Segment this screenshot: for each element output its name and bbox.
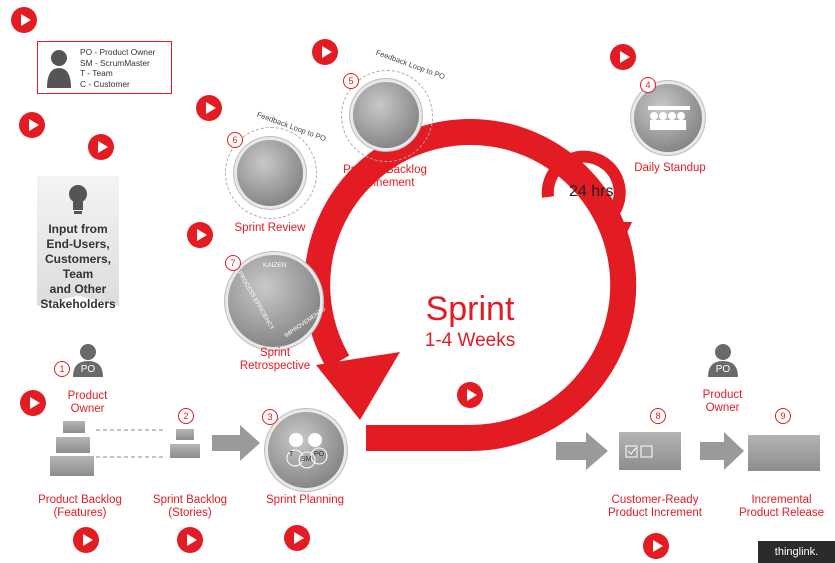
sprint-review-circle [237, 140, 303, 206]
retrospective-label: Sprint Retrospective [225, 347, 325, 373]
backlog-box-3 [50, 456, 94, 476]
product-backlog-label-1: Product Backlog [38, 494, 122, 506]
play-button-10[interactable] [73, 527, 99, 553]
step-number-5: 5 [343, 73, 359, 89]
person-icon [47, 50, 71, 88]
play-button-1[interactable] [11, 7, 37, 33]
legend-po: PO - Product Owner [80, 47, 156, 57]
play-button-5[interactable] [19, 112, 45, 138]
play-button-11[interactable] [177, 527, 203, 553]
release-label: Incremental Product Release [728, 494, 835, 520]
po-badge-text-2: PO [715, 364, 731, 375]
sprint-duration: 1-4 Weeks [424, 330, 516, 351]
customer-ready-label-2: Product Increment [608, 507, 702, 519]
sm-badge: SM [301, 456, 312, 463]
po-badge-text: PO [80, 364, 96, 375]
backlog-refinement-label-2: Refinement [355, 177, 415, 189]
retrospective-circle [228, 255, 320, 347]
product-owner-icon-2 [708, 344, 738, 377]
play-button-13[interactable] [643, 533, 669, 559]
legend-box: PO - Product Owner SM - ScrumMaster T - … [37, 41, 172, 94]
customer-ready-label: Customer-Ready Product Increment [600, 494, 710, 520]
daily-standup-circle [634, 84, 702, 152]
po-badge: PO [314, 451, 325, 458]
feedback-loop-ring-5 [341, 70, 433, 162]
sprint-backlog-label: Sprint Backlog (Stories) [140, 494, 240, 520]
play-button-12[interactable] [284, 525, 310, 551]
sprint-backlog-label-2: (Stories) [168, 507, 212, 519]
release-label-2: Product Release [738, 507, 825, 519]
product-owner-label-1: Product [67, 390, 108, 402]
flow-arrow-1 [212, 425, 260, 461]
backlog-refinement-label: Product Backlog Refinement [330, 164, 440, 190]
step-number-8: 8 [650, 408, 666, 424]
input-line-5: Stakeholders [40, 297, 116, 311]
step-number-4: 4 [640, 77, 656, 93]
product-owner-2-label-1: Product [702, 389, 743, 401]
team-icon [648, 106, 690, 130]
step-number-7: 7 [225, 255, 241, 271]
sprint-backlog-box-2 [170, 444, 200, 458]
product-owner-icon [73, 344, 103, 377]
product-owner-label-2: Owner [70, 403, 105, 415]
sprint-planning-circle [268, 412, 344, 488]
input-line-2: End-Users, [46, 237, 110, 251]
product-backlog-label-2: (Features) [53, 507, 107, 519]
play-button-3[interactable] [610, 44, 636, 70]
play-button-6[interactable] [88, 134, 114, 160]
step-number-9: 9 [775, 408, 791, 424]
flow-arrow-2 [556, 432, 608, 470]
t-badge: T [289, 451, 294, 458]
stakeholder-input-text: Input from End-Users, Customers, Team an… [37, 222, 119, 312]
product-owner-label-right: Product Owner [690, 389, 755, 415]
legend-c: C - Customer [80, 78, 130, 89]
backlog-refinement-label-1: Product Backlog [343, 164, 427, 176]
checkbox-icon [625, 445, 653, 458]
step-number-3: 3 [262, 409, 278, 425]
backlog-box-1 [63, 421, 85, 433]
retrospective-label-1: Sprint [259, 347, 291, 359]
product-backlog-label: Product Backlog (Features) [30, 494, 130, 520]
play-button-7[interactable] [187, 222, 213, 248]
play-button-4[interactable] [196, 95, 222, 121]
thinglink-badge[interactable]: thinglink. [758, 541, 835, 563]
flow-arrow-3 [700, 432, 744, 470]
kaizen-label: KAIZEN [263, 262, 287, 269]
release-label-1: Incremental [751, 494, 812, 506]
input-line-4: and Other [49, 282, 107, 296]
input-line-3: Customers, Team [44, 252, 112, 281]
play-button-9[interactable] [20, 390, 46, 416]
sprint-review-label: Sprint Review [234, 222, 306, 234]
sprint-backlog-label-1: Sprint Backlog [152, 494, 228, 506]
feedback-loop-ring-6 [225, 127, 317, 219]
lightbulb-icon [69, 185, 87, 214]
sprint-planning-label: Sprint Planning [266, 494, 344, 506]
customer-ready-label-1: Customer-Ready [611, 494, 699, 506]
team-meeting-icon [286, 433, 328, 469]
product-owner-label: Product Owner [55, 390, 120, 416]
release-box [748, 435, 820, 471]
retrospective-label-2: Retrospective [239, 360, 311, 372]
sprint-backlog-box-1 [176, 429, 194, 440]
legend-sm: SM - ScrumMaster [80, 57, 150, 68]
product-increment-box [619, 432, 681, 470]
daily-cycle-label: 24 hrs [569, 183, 614, 200]
product-owner-2-label-2: Owner [705, 402, 740, 414]
play-button-2[interactable] [312, 39, 338, 65]
play-button-8[interactable] [457, 382, 483, 408]
backlog-refinement-circle [353, 82, 419, 148]
legend-t: T - Team [80, 68, 113, 78]
daily-standup-label: Daily Standup [634, 162, 706, 174]
input-line-1: Input from [48, 222, 108, 236]
dashed-connector [96, 429, 166, 458]
step-number-6: 6 [227, 132, 243, 148]
backlog-box-2 [56, 437, 90, 453]
step-number-2: 2 [178, 408, 194, 424]
step-number-1: 1 [54, 361, 70, 377]
sprint-title: Sprint [425, 290, 515, 328]
